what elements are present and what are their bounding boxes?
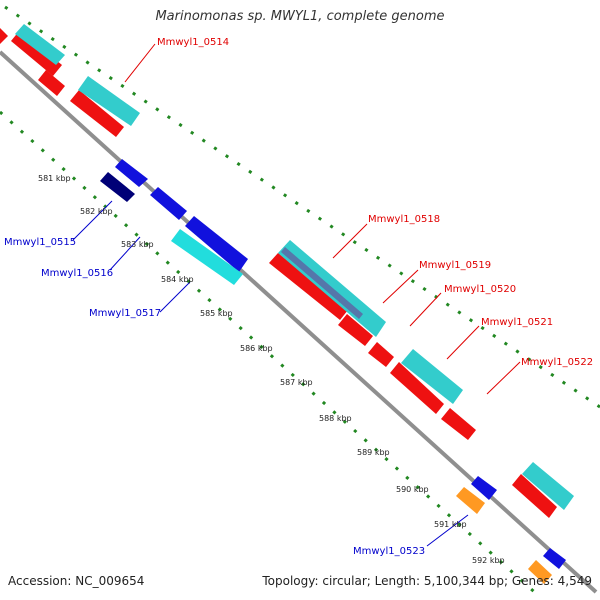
- gene-arrow-fwd[interactable]: [269, 253, 348, 320]
- leader-line: [409, 292, 442, 327]
- gene-label[interactable]: Mmwyl1_0519: [419, 260, 491, 271]
- feature-fwd[interactable]: [401, 349, 463, 404]
- gene-arrow-fwd[interactable]: [368, 342, 394, 367]
- gene-arrow-rev[interactable]: [185, 216, 248, 272]
- leader-line: [486, 361, 521, 395]
- kbp-label: 591 kbp: [434, 520, 467, 529]
- gene-label[interactable]: Mmwyl1_0516: [41, 268, 113, 279]
- kbp-label: 586 kbp: [240, 344, 273, 353]
- gene-arrow-rev[interactable]: [543, 548, 566, 569]
- kbp-label: 592 kbp: [472, 556, 505, 565]
- gene-arrow-rev[interactable]: [528, 560, 552, 584]
- kbp-label: 588 kbp: [319, 414, 352, 423]
- gene-arrow-rev[interactable]: [115, 159, 148, 187]
- kbp-label: 589 kbp: [357, 448, 390, 457]
- feature-fwd[interactable]: [522, 462, 574, 510]
- kbp-label: 585 kbp: [200, 309, 233, 318]
- leader-line: [426, 514, 469, 547]
- leader-line: [124, 43, 156, 83]
- gene-label[interactable]: Mmwyl1_0515: [4, 237, 76, 248]
- map-title: Marinomonas sp. MWYL1, complete genome: [155, 9, 445, 24]
- gene-label[interactable]: Mmwyl1_0520: [444, 284, 516, 295]
- kbp-label: 582 kbp: [80, 207, 113, 216]
- gene-arrow-rev[interactable]: [456, 487, 485, 514]
- leader-line: [332, 223, 368, 259]
- gene-label[interactable]: Mmwyl1_0523: [353, 546, 425, 557]
- genome-backbone: [0, 50, 598, 594]
- inner-tick-track: [0, 110, 542, 599]
- gene-arrow-fwd[interactable]: [441, 408, 476, 440]
- gene-label[interactable]: Mmwyl1_0517: [89, 308, 161, 319]
- feature-slate[interactable]: [281, 247, 363, 319]
- leader-line: [159, 281, 191, 313]
- feature-fwd[interactable]: [15, 24, 65, 65]
- gene-label[interactable]: Mmwyl1_0521: [481, 317, 553, 328]
- leader-line: [446, 325, 480, 360]
- kbp-label: 584 kbp: [161, 275, 194, 284]
- accession-text: Accession: NC_009654: [8, 574, 145, 588]
- gene-arrow-fwd[interactable]: [70, 90, 124, 137]
- kbp-label: 590 kbp: [396, 485, 429, 494]
- gene-arrow-fwd[interactable]: [11, 30, 62, 76]
- gene-label[interactable]: Mmwyl1_0514: [157, 37, 229, 48]
- leader-line: [382, 269, 419, 304]
- leader-line: [72, 200, 113, 241]
- gene-arrow-rev[interactable]: [471, 476, 497, 500]
- kbp-label: 587 kbp: [280, 378, 313, 387]
- leader-line: [109, 236, 141, 271]
- gene-label[interactable]: Mmwyl1_0518: [368, 214, 440, 225]
- gene-arrow-fwd[interactable]: [38, 70, 65, 96]
- gene-arrow-fwd[interactable]: [512, 474, 557, 518]
- topology-text: Topology: circular; Length: 5,100,344 bp…: [262, 574, 592, 588]
- gene-arrow-fwd[interactable]: [390, 362, 444, 414]
- gene-arrow-rev[interactable]: [171, 229, 243, 285]
- kbp-label: 581 kbp: [38, 174, 71, 183]
- feature-fwd[interactable]: [78, 76, 140, 126]
- gene-arrow-rev[interactable]: [150, 187, 187, 220]
- gene-label[interactable]: Mmwyl1_0522: [521, 357, 593, 368]
- kbp-label: 583 kbp: [121, 240, 154, 249]
- gene-arrow-rev[interactable]: [100, 172, 135, 202]
- gene-arrow-fwd[interactable]: [338, 314, 373, 346]
- gene-arrow-fwd[interactable]: [0, 28, 8, 44]
